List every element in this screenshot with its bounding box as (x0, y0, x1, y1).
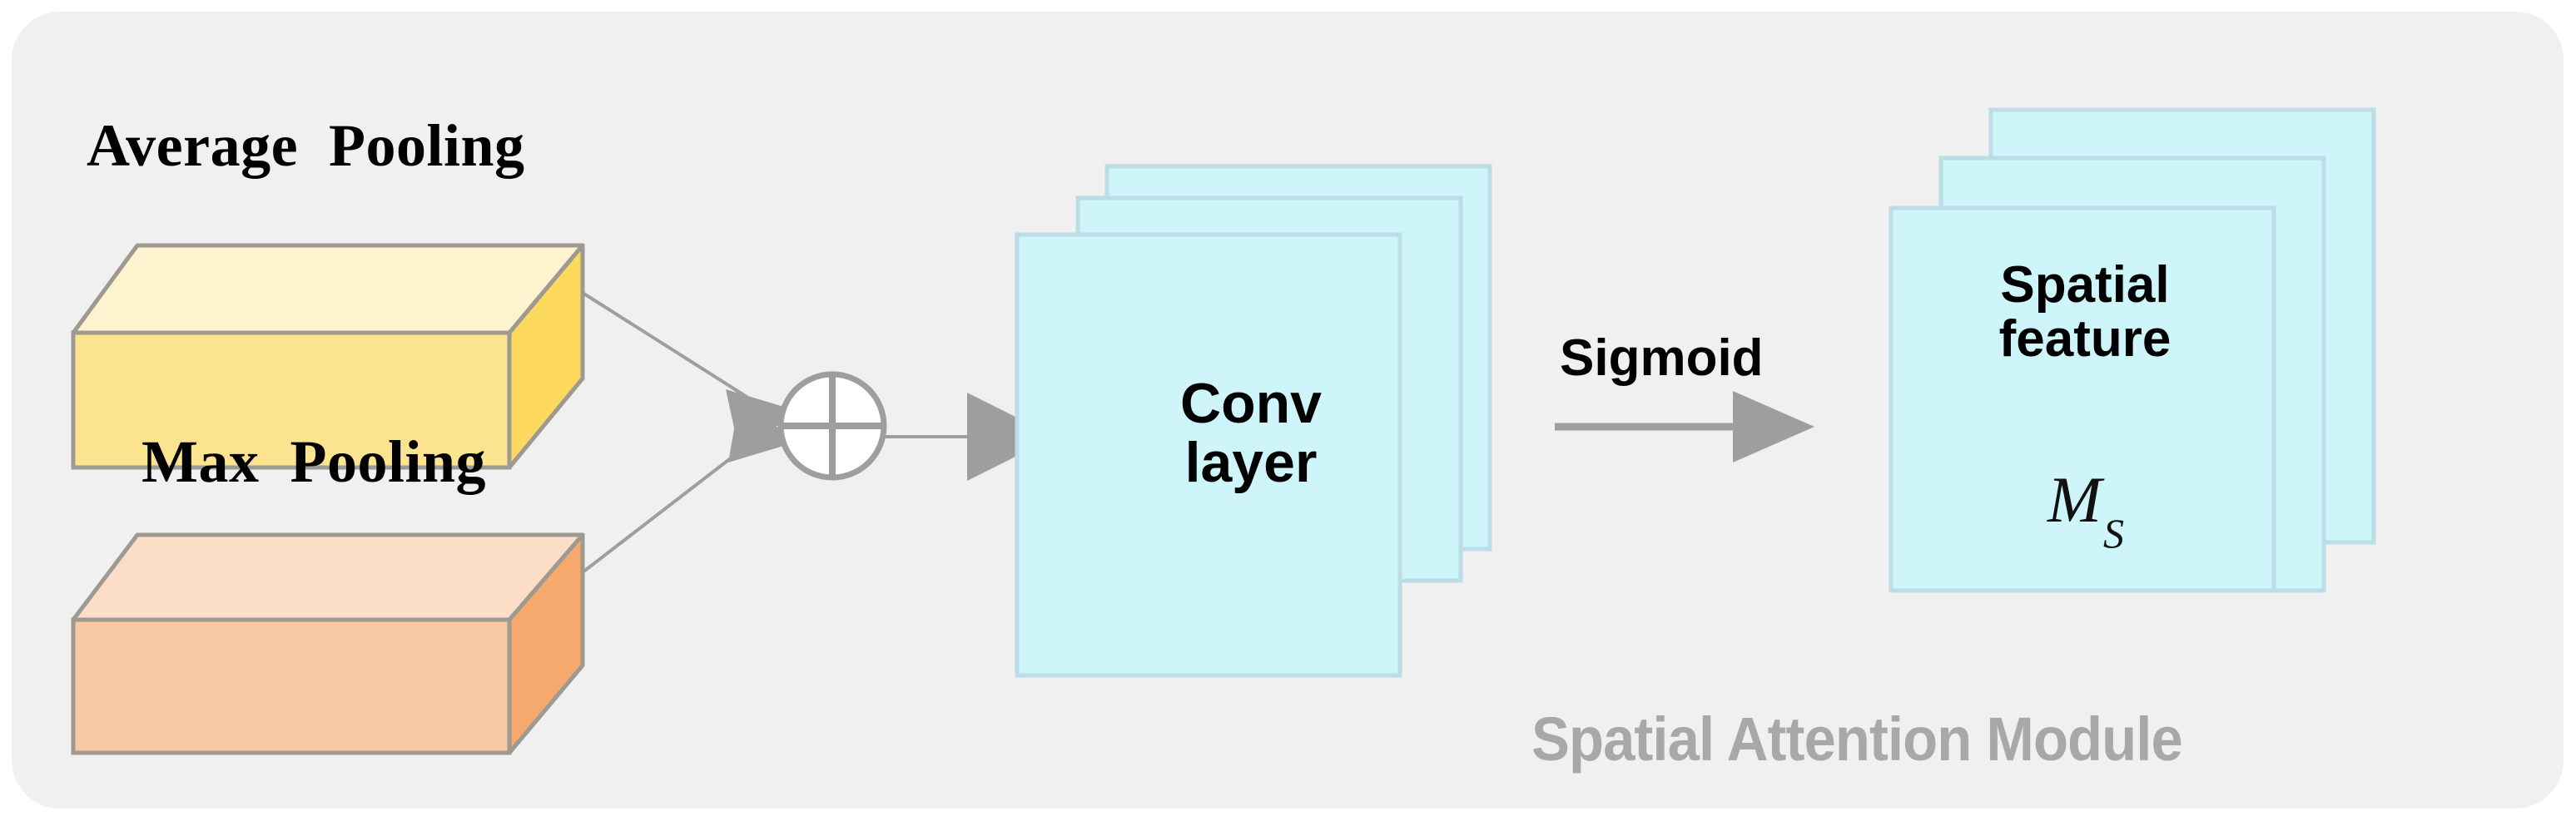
connector-arrowheads (726, 389, 1055, 481)
sigmoid-arrowhead (1733, 391, 1814, 462)
connector-max-to-add (581, 439, 755, 574)
spatial-feature-stack[interactable] (1889, 107, 2376, 593)
arrowhead-add-to-conv (967, 393, 1055, 481)
max-pooling-slab (71, 532, 585, 755)
avg-slab-front-face (71, 330, 512, 470)
conv-layer-label: Conv layer (1180, 372, 1322, 495)
max-pooling-label: Max Pooling (141, 428, 486, 495)
module-caption: Spatial Attention Module (1531, 705, 2183, 774)
ms-subscript: S (2102, 509, 2124, 556)
spatial-attention-map-symbol: MS (1906, 463, 2264, 555)
conv-sheet-front (1015, 232, 1402, 678)
average-pooling-label: Average Pooling (87, 112, 525, 179)
spatial-sheet-front (1889, 205, 2276, 593)
average-pooling-slab (71, 243, 585, 470)
arrowhead-max-to-add (728, 410, 806, 462)
conv-layer-stack[interactable] (1015, 164, 1492, 678)
spatial-feature-label: Spatial feature (1998, 256, 2171, 368)
sigmoid-arrow (1555, 391, 1814, 462)
element-wise-add-node[interactable] (777, 371, 887, 481)
max-slab-top-face (71, 532, 585, 622)
max-slab-front-face (71, 617, 512, 755)
avg-slab-top-face (71, 243, 585, 335)
sigmoid-label: Sigmoid (1560, 329, 1764, 387)
ms-base: M (2047, 463, 2102, 536)
connector-avg-to-add (581, 291, 755, 403)
